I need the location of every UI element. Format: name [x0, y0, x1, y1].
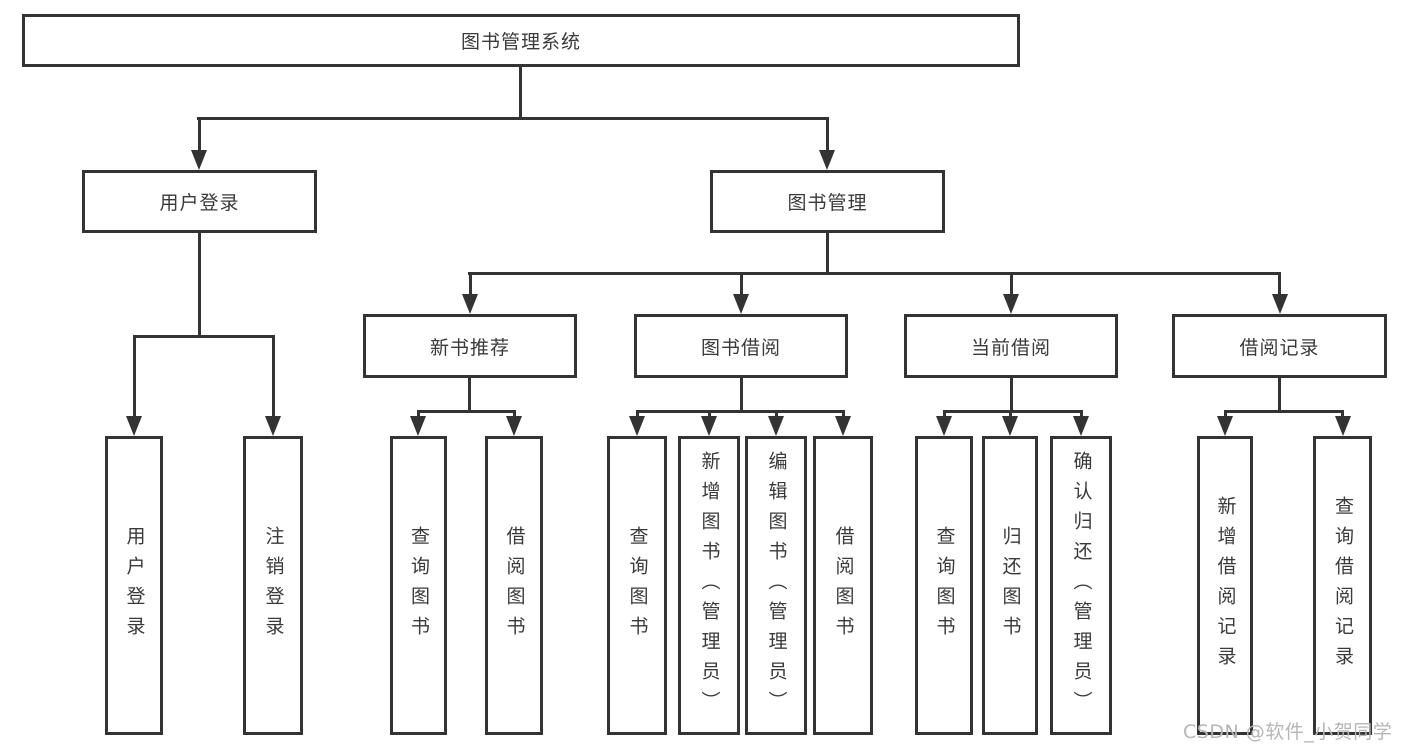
connector-line — [636, 410, 639, 420]
node-borrowing-records: 借阅记录 — [1172, 314, 1387, 378]
arrow-down-icon — [410, 416, 426, 436]
arrow-down-icon — [936, 416, 952, 436]
arrow-down-icon — [126, 416, 142, 436]
connector-line — [1341, 410, 1344, 420]
arrow-down-icon — [768, 416, 784, 436]
arrow-down-icon — [265, 416, 281, 436]
leaf-add-borrow-record: 新增借阅记录 — [1197, 436, 1253, 735]
connector-line — [1224, 410, 1227, 420]
connector-line — [1278, 272, 1281, 297]
arrow-down-icon — [1073, 416, 1089, 436]
arrow-down-icon — [733, 294, 749, 314]
arrow-down-icon — [1335, 416, 1351, 436]
arrow-down-icon — [1002, 416, 1018, 436]
connector-line — [1009, 410, 1012, 420]
arrow-down-icon — [191, 150, 207, 170]
connector-line — [1278, 378, 1281, 413]
node-book-management: 图书管理 — [710, 170, 945, 233]
connector-line — [826, 117, 829, 153]
leaf-borrow-books-recommend: 借阅图书 — [485, 436, 543, 735]
arrow-down-icon — [462, 294, 478, 314]
node-current-borrowing: 当前借阅 — [904, 314, 1118, 378]
leaf-query-borrow-record: 查询借阅记录 — [1313, 436, 1372, 735]
connector-line — [133, 335, 275, 338]
connector-line — [417, 410, 516, 413]
arrow-down-icon — [1217, 416, 1233, 436]
connector-line — [519, 67, 522, 120]
leaf-query-books-borrowing: 查询图书 — [607, 436, 667, 735]
node-book-borrowing: 图书借阅 — [634, 314, 848, 378]
leaf-query-books-current: 查询图书 — [915, 436, 973, 735]
connector-line — [826, 233, 829, 275]
arrow-down-icon — [819, 150, 835, 170]
leaf-user-login: 用户登录 — [105, 436, 163, 735]
arrow-down-icon — [506, 416, 522, 436]
leaf-query-books-recommend: 查询图书 — [390, 436, 447, 735]
connector-line — [775, 410, 778, 420]
connector-line — [1224, 410, 1344, 413]
node-new-book-recommendation: 新书推荐 — [363, 314, 577, 378]
connector-line — [198, 233, 201, 338]
connector-line — [198, 117, 201, 153]
leaf-borrow-books-borrowing: 借阅图书 — [813, 436, 873, 735]
connector-line — [272, 335, 275, 418]
connector-line — [1010, 378, 1013, 413]
connector-line — [513, 410, 516, 420]
leaf-confirm-return-admin: 确认归还（管理员） — [1050, 436, 1112, 735]
connector-line — [1010, 272, 1013, 297]
csdn-watermark: CSDN @软件_小贺同学 — [1183, 721, 1393, 743]
connector-line — [636, 410, 845, 413]
arrow-down-icon — [1272, 294, 1288, 314]
node-library-management-system: 图书管理系统 — [22, 14, 1020, 67]
arrow-down-icon — [1003, 294, 1019, 314]
leaf-add-books-admin: 新增图书（管理员） — [678, 436, 740, 735]
connector-line — [740, 378, 743, 413]
arrow-down-icon — [629, 416, 645, 436]
connector-line — [943, 410, 946, 420]
connector-line — [842, 410, 845, 420]
connector-line — [708, 410, 711, 420]
leaf-edit-books-admin: 编辑图书（管理员） — [745, 436, 807, 735]
arrow-down-icon — [701, 416, 717, 436]
arrow-down-icon — [835, 416, 851, 436]
connector-line — [468, 272, 1281, 275]
connector-line — [417, 410, 420, 420]
connector-line — [133, 335, 136, 418]
connector-line — [468, 378, 471, 413]
connector-line — [943, 410, 1083, 413]
connector-line — [1080, 410, 1083, 420]
leaf-logout: 注销登录 — [243, 436, 303, 735]
connector-line — [740, 272, 743, 297]
node-user-login: 用户登录 — [82, 170, 317, 233]
connector-line — [197, 117, 829, 120]
leaf-return-books: 归还图书 — [982, 436, 1038, 735]
connector-line — [469, 272, 472, 297]
